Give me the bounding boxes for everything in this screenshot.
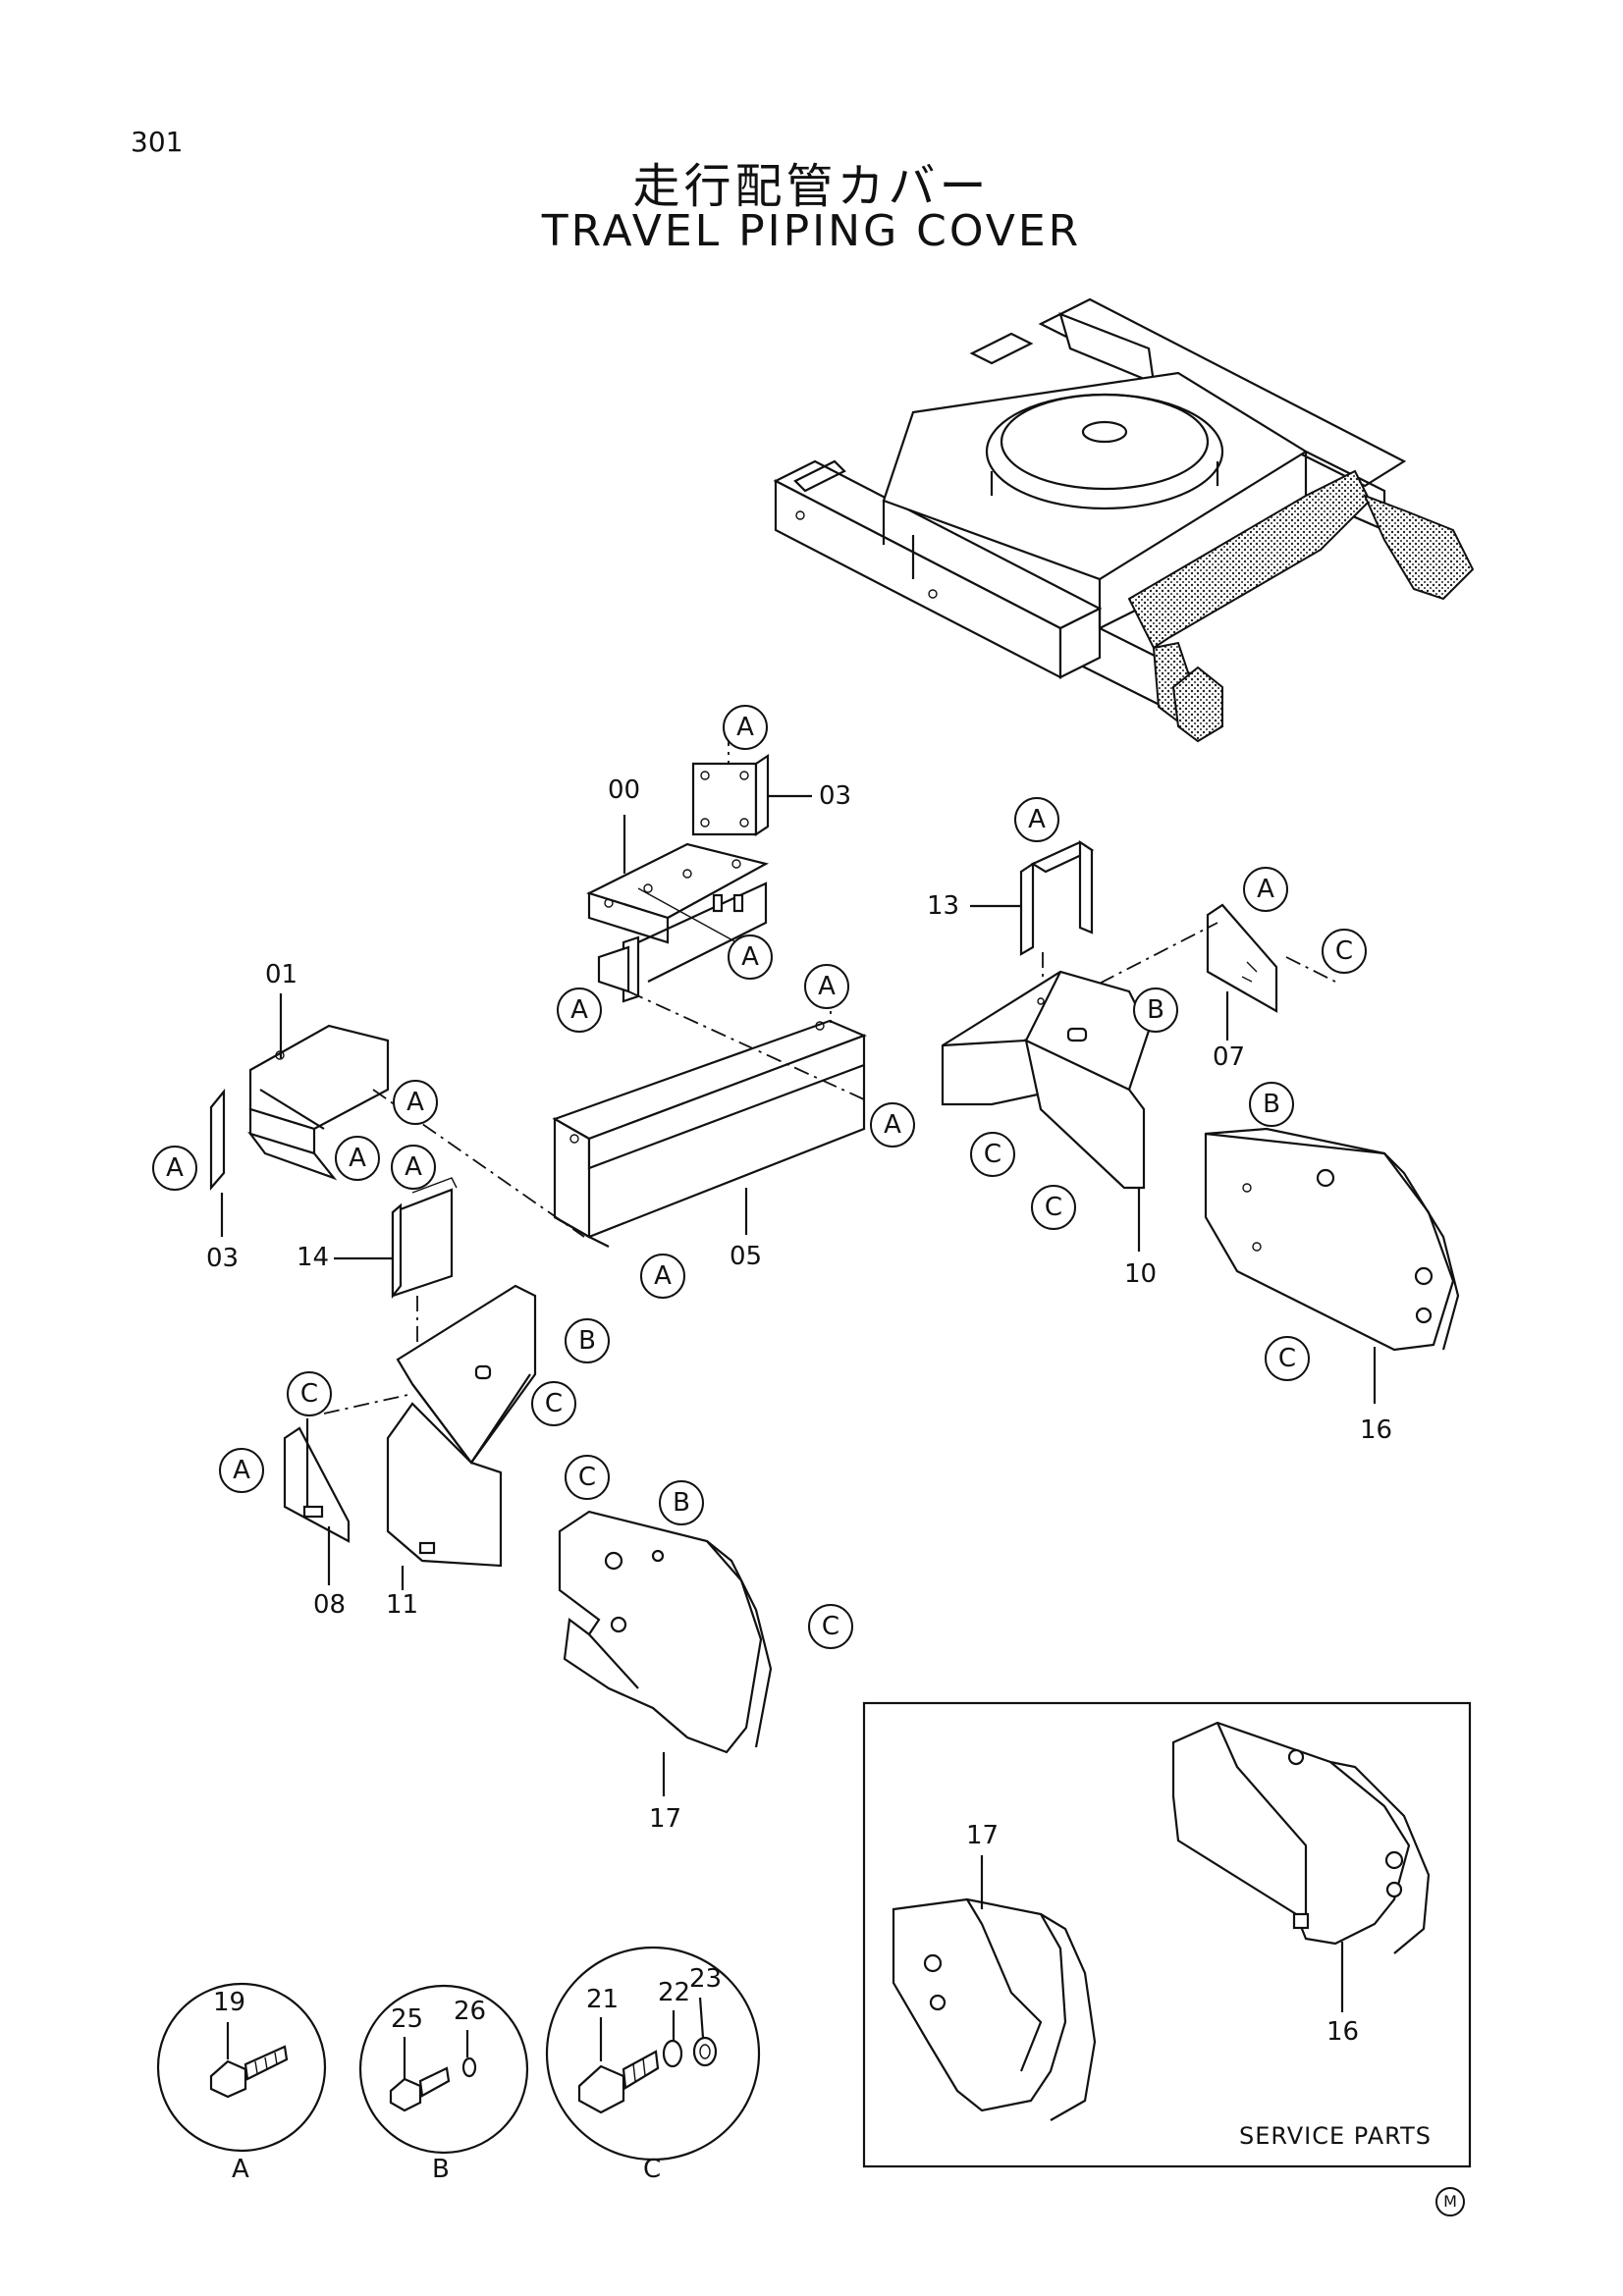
- part-number-10: 10: [1124, 1259, 1158, 1289]
- part-11-cover: [386, 1284, 537, 1590]
- service-parts-box: [862, 1701, 1472, 2168]
- part-number-13: 13: [927, 891, 960, 921]
- callout-a: A: [219, 1448, 264, 1493]
- callout-c: C: [565, 1455, 610, 1500]
- callout-b: B: [1133, 988, 1178, 1033]
- callout-c: C: [1265, 1336, 1310, 1381]
- callout-a: A: [870, 1102, 915, 1148]
- hardware-part-23: 23: [689, 1964, 723, 1994]
- part-number-17: 17: [649, 1804, 682, 1834]
- callout-b: B: [659, 1480, 704, 1525]
- title-japanese: 走行配管カバー: [632, 159, 991, 214]
- part-16-cover: [1204, 1127, 1460, 1404]
- part-03-left-plate: [209, 1088, 226, 1237]
- page-number: 301: [131, 126, 184, 158]
- callout-a: A: [152, 1146, 197, 1191]
- hardware-set-a: [156, 1982, 327, 2153]
- part-14-bracket: [334, 1177, 458, 1345]
- hardware-letter-b: B: [432, 2155, 450, 2184]
- callout-b: B: [1249, 1082, 1294, 1127]
- service-part-number-17: 17: [966, 1821, 1000, 1850]
- undercarriage-overview: [773, 297, 1475, 743]
- callout-a: A: [728, 934, 773, 980]
- callout-c: C: [970, 1132, 1015, 1177]
- part-17-cover: [558, 1510, 773, 1796]
- callout-a: A: [723, 705, 768, 750]
- part-number-03: 03: [819, 781, 852, 811]
- callout-c: C: [531, 1381, 576, 1426]
- callout-a: A: [557, 988, 602, 1033]
- callout-a: A: [335, 1136, 380, 1181]
- part-number-07: 07: [1213, 1042, 1246, 1072]
- service-parts-label: SERVICE PARTS: [1239, 2122, 1432, 2150]
- part-number-14: 14: [297, 1243, 330, 1272]
- callout-c: C: [808, 1604, 853, 1649]
- callout-c: C: [1031, 1185, 1076, 1230]
- service-part-number-16: 16: [1326, 2017, 1360, 2047]
- callout-a: A: [804, 964, 849, 1009]
- hardware-part-25: 25: [391, 2004, 424, 2034]
- callout-a: A: [1243, 867, 1288, 912]
- hardware-part-21: 21: [586, 1985, 620, 2014]
- part-00-upper-bracket: [586, 730, 769, 1003]
- callout-a: A: [640, 1254, 685, 1299]
- part-number-01: 01: [265, 960, 298, 989]
- hardware-part-26: 26: [454, 1997, 487, 2026]
- hardware-letter-a: A: [232, 2155, 249, 2184]
- part-10-cover: [941, 970, 1151, 1252]
- callout-b: B: [565, 1318, 610, 1363]
- part-number-00: 00: [608, 775, 641, 805]
- part-01-left-bracket: [247, 993, 390, 1181]
- part-number-08: 08: [313, 1590, 347, 1620]
- hardware-letter-c: C: [643, 2155, 662, 2184]
- hardware-part-22: 22: [658, 1978, 691, 2007]
- hardware-set-b: [358, 1984, 529, 2155]
- part-05-long-channel: [372, 989, 867, 1248]
- hardware-part-19: 19: [213, 1988, 246, 2017]
- part-number-05: 05: [730, 1242, 763, 1271]
- callout-a: A: [1014, 797, 1059, 842]
- title-english: TRAVEL PIPING COVER: [541, 206, 1082, 256]
- callout-c: C: [1322, 929, 1367, 974]
- callout-c: C: [287, 1371, 332, 1416]
- part-08-plate: [283, 1393, 413, 1585]
- part-number-03: 03: [206, 1244, 240, 1273]
- hardware-set-c: [545, 1946, 761, 2162]
- part-number-11: 11: [386, 1590, 419, 1620]
- footer-mark: M: [1435, 2187, 1465, 2216]
- part-number-16: 16: [1360, 1415, 1393, 1445]
- part-03-top-bracket: [691, 753, 812, 837]
- callout-a: A: [393, 1080, 438, 1125]
- callout-a: A: [391, 1145, 436, 1190]
